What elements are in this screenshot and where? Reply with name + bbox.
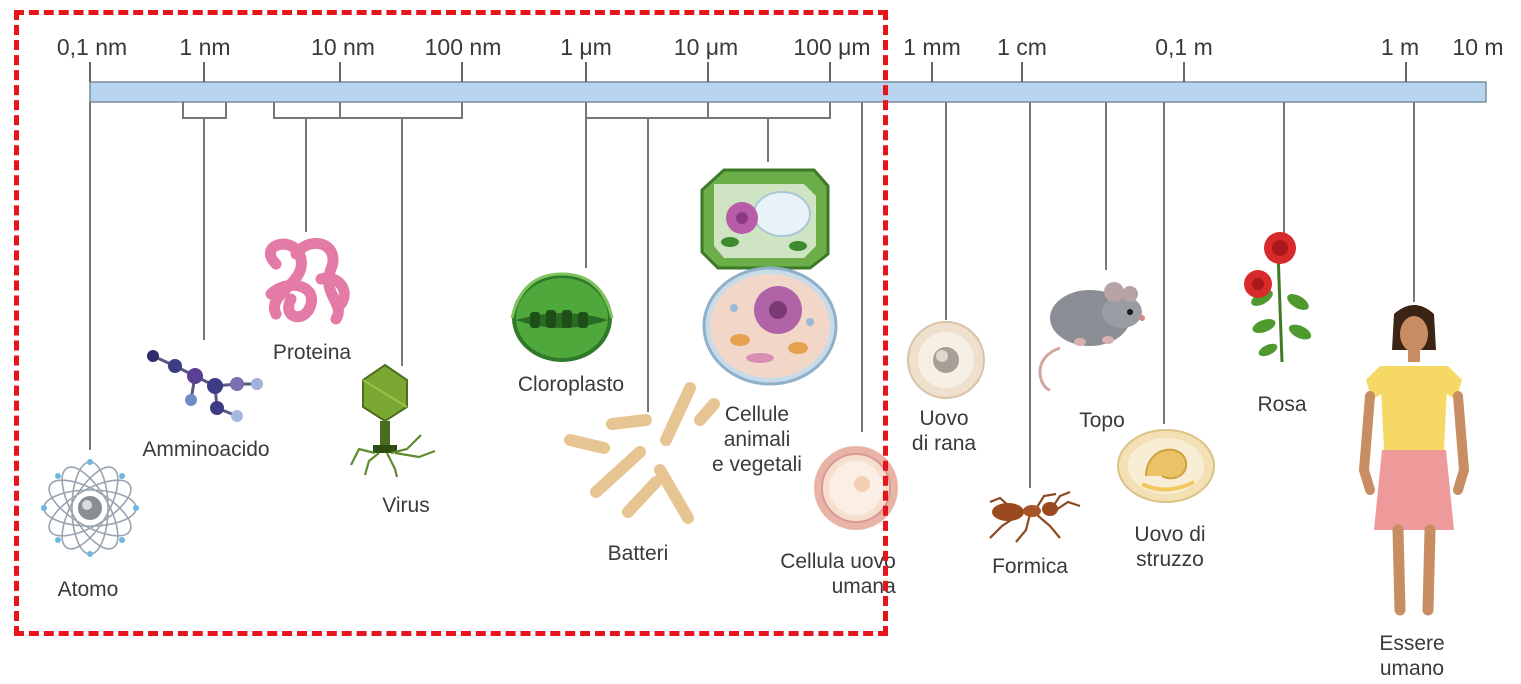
scale-label-1-mm: 1 mm — [903, 34, 961, 61]
scale-label-0-1-m: 0,1 m — [1155, 34, 1213, 61]
ant-icon — [990, 492, 1080, 542]
highlight-frame — [14, 10, 888, 636]
rose-icon — [1244, 232, 1313, 362]
scale-label-1-cm: 1 cm — [997, 34, 1047, 61]
label-uovo-di-rana: Uovo di rana — [912, 406, 976, 456]
frog-egg-icon — [908, 322, 984, 398]
scale-label-1-m: 1 m — [1381, 34, 1419, 61]
mouse-icon — [1040, 282, 1145, 390]
ostrich-egg-icon — [1118, 430, 1214, 502]
human-icon — [1364, 305, 1464, 610]
label-uovo-di-struzzo: Uovo di struzzo — [1134, 522, 1205, 572]
label-rosa: Rosa — [1257, 392, 1306, 417]
label-topo: Topo — [1079, 408, 1125, 433]
scale-label-10-m: 10 m — [1452, 34, 1503, 61]
label-formica: Formica — [992, 554, 1068, 579]
label-essere-umano: Essere umano — [1379, 631, 1444, 681]
